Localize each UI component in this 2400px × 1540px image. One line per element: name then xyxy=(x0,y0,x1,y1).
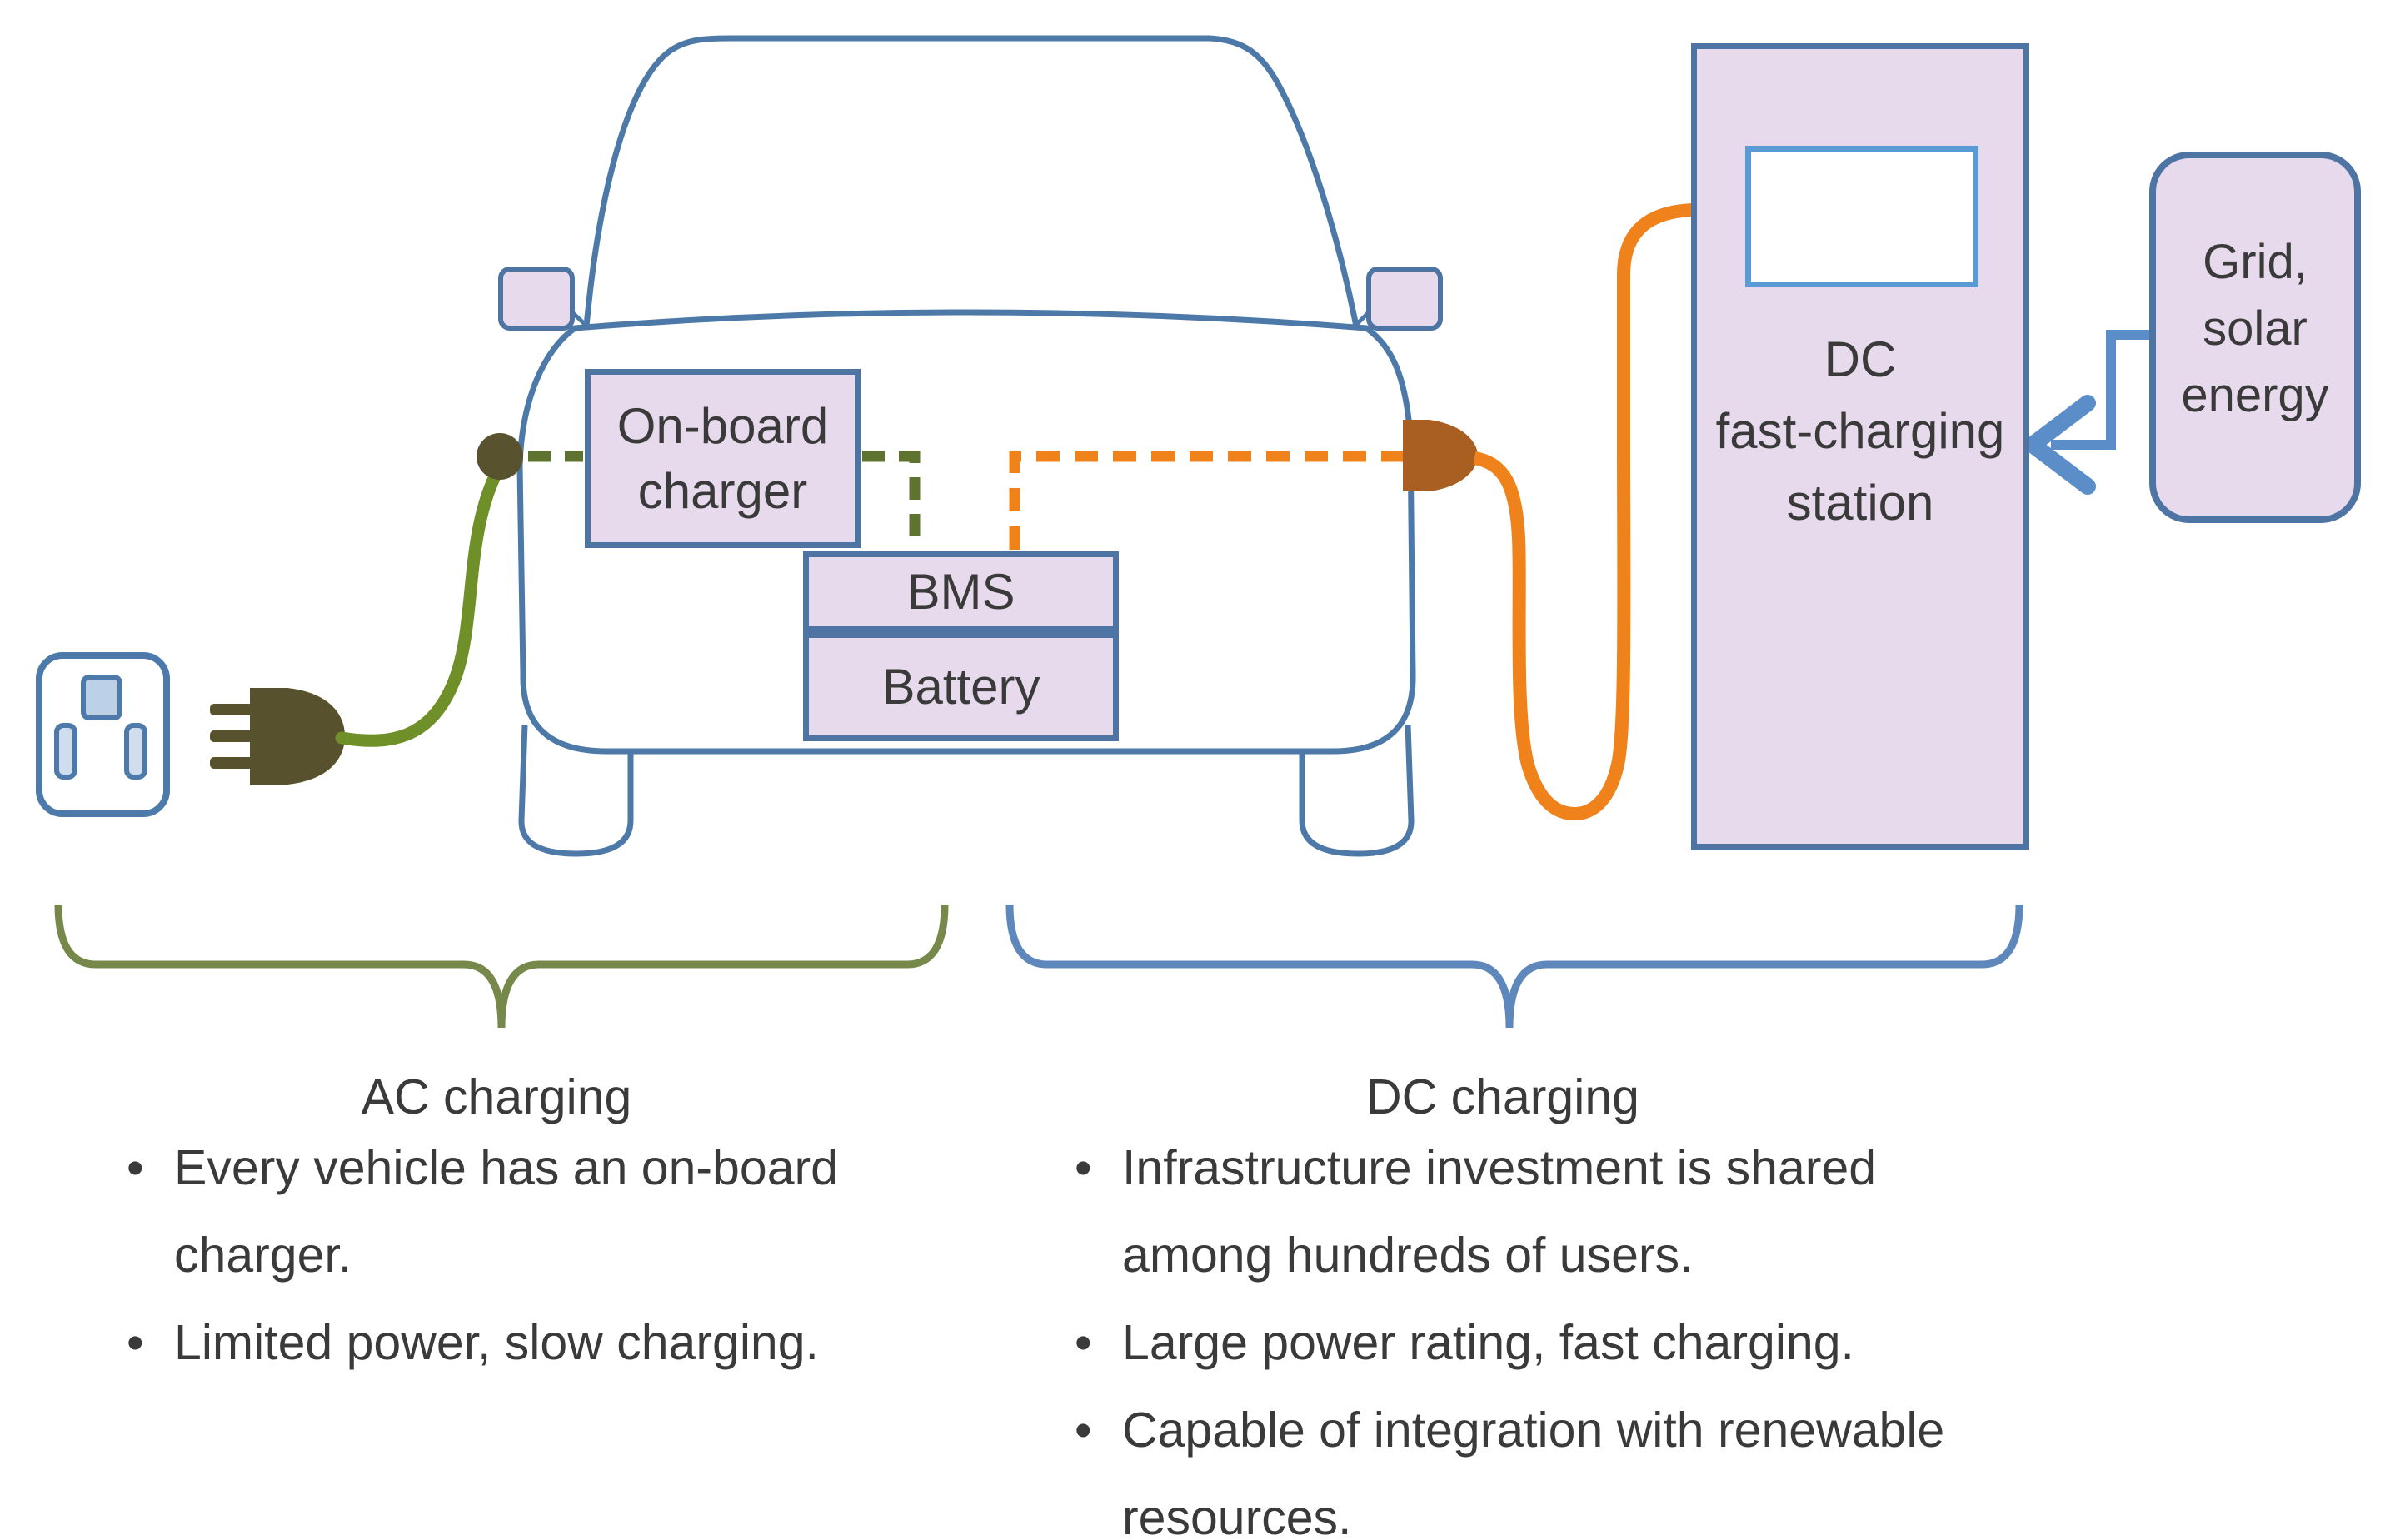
bullet-dot: • xyxy=(1075,1403,1092,1458)
orange-dashed-line-bms-to-port xyxy=(1009,451,1405,550)
ac-section-bullets: • Every vehicle has an on-board charger.… xyxy=(127,1124,943,1387)
outlet-right-slot xyxy=(124,723,147,780)
grid-label-line: energy xyxy=(2181,368,2329,422)
bms-label: BMS xyxy=(906,563,1015,620)
dc-section-bullets: • Infrastructure investment is shared am… xyxy=(1075,1124,2074,1540)
ac-plug-icon xyxy=(210,688,345,785)
grid-label-line: solar xyxy=(2203,302,2308,356)
bullet-text: Infrastructure investment is shared xyxy=(1122,1140,1877,1195)
ac-charge-port-dot xyxy=(477,433,523,480)
bullet-continuation-line: among hundreds of users. xyxy=(1122,1228,1694,1283)
grid-arrow xyxy=(2024,330,2149,495)
left-mirror xyxy=(498,267,575,331)
bms-box: BMS xyxy=(803,551,1119,632)
green-dashed-line-charger-to-bms xyxy=(862,451,921,550)
station-label-line: DC xyxy=(1824,331,1897,387)
ac-cable xyxy=(335,460,506,747)
dc-section-brace xyxy=(1005,904,2023,1029)
outlet-ground-slot xyxy=(81,675,122,720)
car-roof-outline xyxy=(583,35,1360,327)
ac-section-title: AC charging xyxy=(361,1069,632,1124)
grid-solar-energy-box: Grid, solar energy xyxy=(2149,152,2361,523)
plug-body xyxy=(250,688,345,785)
bullet-text: Every vehicle has an on-board xyxy=(174,1140,838,1195)
bullet-text: Large power rating, fast charging. xyxy=(1122,1315,1854,1370)
plug-prong xyxy=(210,730,253,742)
bullet-line: • Capable of integration with renewable xyxy=(1075,1387,2074,1474)
bullet-continuation-line: charger. xyxy=(174,1228,352,1283)
dc-cable xyxy=(1473,203,1695,821)
grid-label-line: Grid, xyxy=(2203,235,2308,289)
battery-label: Battery xyxy=(881,658,1040,715)
battery-box: Battery xyxy=(803,632,1119,741)
dc-charge-port-connector xyxy=(1403,420,1478,491)
right-mirror xyxy=(1366,267,1443,331)
bullet-text: Limited power, slow charging. xyxy=(174,1315,819,1370)
bullet-line: • Infrastructure investment is shared xyxy=(1075,1124,2074,1212)
left-wheel xyxy=(518,724,634,857)
station-label: DC fast-charging station xyxy=(1697,324,2023,539)
on-board-charger-label-line: On-board xyxy=(616,397,829,454)
dc-section-title: DC charging xyxy=(1366,1069,1639,1124)
bullet-dot: • xyxy=(1075,1315,1092,1370)
grid-arrow-shaft xyxy=(2051,330,2149,450)
plug-prong xyxy=(210,757,253,769)
bullet-text: Capable of integration with renewable xyxy=(1122,1403,1945,1458)
wall-outlet-icon xyxy=(36,652,170,817)
right-mirror-stalk xyxy=(1352,311,1370,329)
bullet-line: • Every vehicle has an on-board xyxy=(127,1124,943,1212)
bullet-dot: • xyxy=(1075,1140,1092,1195)
ac-section-brace xyxy=(54,904,949,1029)
on-board-charger-label-line: charger xyxy=(637,462,808,519)
bullet-dot: • xyxy=(127,1140,144,1195)
left-mirror-stalk xyxy=(571,311,590,329)
right-wheel xyxy=(1299,724,1415,857)
outlet-left-slot xyxy=(54,723,77,780)
grid-arrow-head xyxy=(2024,395,2096,495)
plug-prong xyxy=(210,704,253,715)
dc-fast-charging-station: DC fast-charging station xyxy=(1691,43,2029,850)
station-screen xyxy=(1745,146,1978,287)
bullet-continuation-line: resources. xyxy=(1122,1490,1352,1540)
station-label-line: fast-charging xyxy=(1715,403,2005,459)
bullet-line: • Large power rating, fast charging. xyxy=(1075,1299,2074,1387)
bullet-dot: • xyxy=(127,1315,144,1370)
on-board-charger-box: On-board charger xyxy=(585,369,861,548)
station-label-line: station xyxy=(1786,475,1934,531)
bullet-line: • Limited power, slow charging. xyxy=(127,1299,943,1387)
